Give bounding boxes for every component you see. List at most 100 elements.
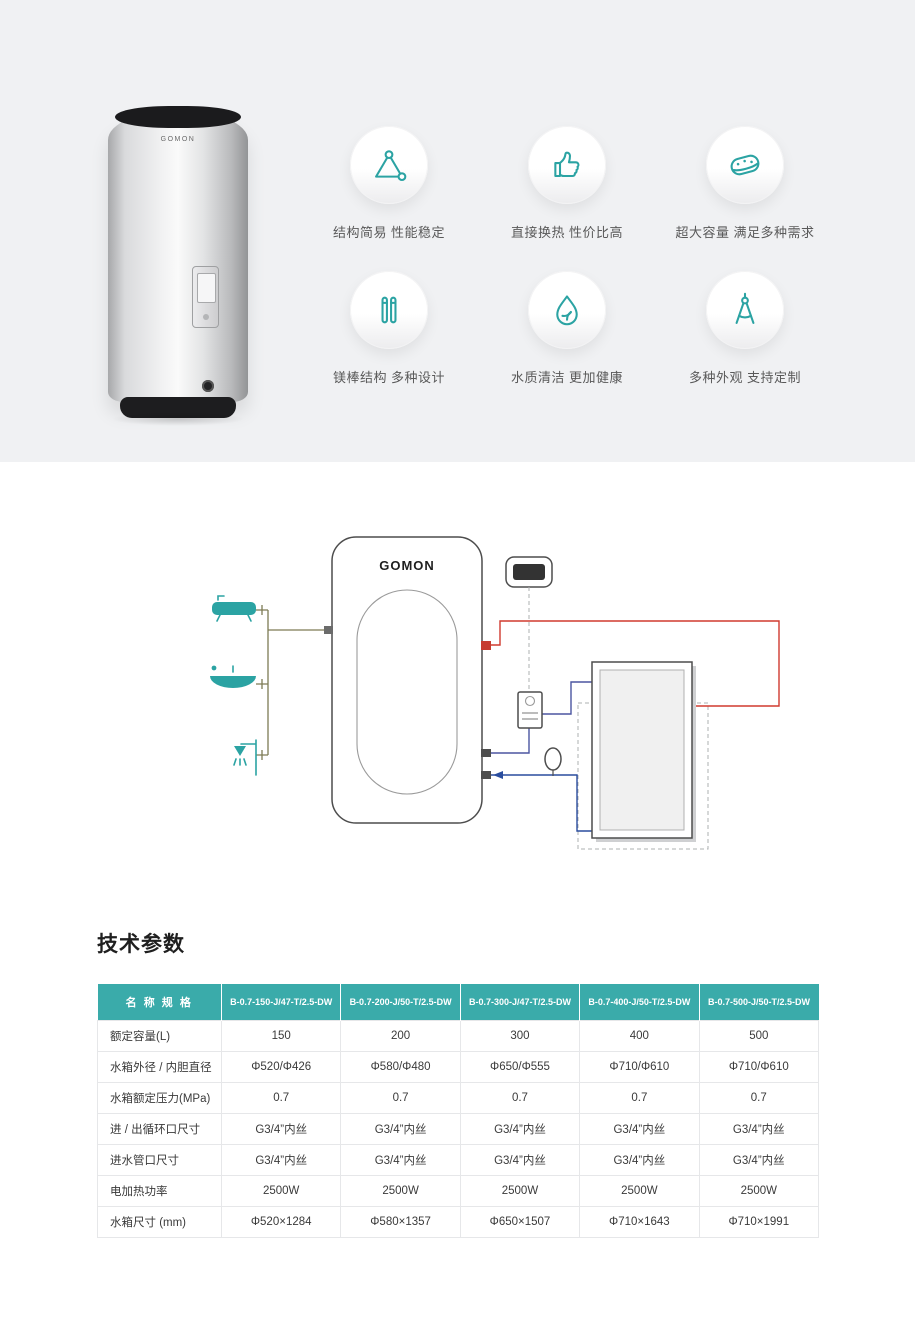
spec-name-cell: 额定容量(L) (97, 1020, 222, 1052)
feature-caption: 结构简易 性能稳定 (332, 225, 446, 240)
water-drop-icon (556, 295, 578, 326)
feature-item: 超大容量 满足多种需求 (656, 126, 834, 241)
feature-item: 结构简易 性能稳定 (300, 126, 478, 241)
spec-name-cell: 进 / 出循环口尺寸 (97, 1113, 222, 1145)
remote-control (505, 556, 553, 588)
system-diagram: GOMON (210, 536, 780, 850)
feature-circle (350, 126, 428, 204)
magnesium-rods-icon (381, 296, 397, 324)
feature-caption: 直接换热 性价比高 (510, 225, 624, 240)
feature-circle (528, 271, 606, 349)
spec-value-cell: 2500W (459, 1175, 581, 1207)
spec-name-header: 名 称 规 格 (97, 984, 222, 1021)
feature-item: 水质清洁 更加健康 (478, 271, 656, 386)
spec-value-cell: Φ520/Φ426 (220, 1051, 342, 1083)
circulation-pipe (491, 728, 530, 754)
tank-base (120, 397, 236, 418)
drain-valve (202, 380, 214, 392)
feature-caption: 水质清洁 更加健康 (510, 370, 624, 385)
spec-value-cell: G3/4”内丝 (220, 1113, 342, 1145)
hot-water-pipe (491, 620, 780, 707)
spec-value-cell: 0.7 (698, 1082, 820, 1114)
collector-feed-pipe (541, 681, 592, 715)
sponge-icon (730, 154, 760, 176)
tank-brand-label: GOMON (160, 136, 196, 143)
spec-value-cell: 500 (698, 1020, 820, 1052)
inner-tank (356, 589, 458, 795)
spec-value-cell: G3/4”内丝 (698, 1144, 820, 1176)
spec-value-cell: G3/4”内丝 (459, 1144, 581, 1176)
spec-name-cell: 电加热功率 (97, 1175, 222, 1207)
model-header: B-0.7-150-J/47-T/2.5-DW (220, 984, 341, 1021)
feature-caption: 超大容量 满足多种需求 (675, 225, 815, 240)
shower-icon (233, 739, 257, 776)
feature-circle (528, 126, 606, 204)
supply-pipes (256, 605, 332, 760)
feature-caption: 镁棒结构 多种设计 (332, 370, 446, 385)
spec-value-cell: Φ580×1357 (340, 1206, 461, 1238)
spec-value-cell: G3/4”内丝 (698, 1113, 820, 1145)
triangle-structure-icon (375, 150, 407, 182)
feature-circle (350, 271, 428, 349)
spec-value-cell: 2500W (340, 1175, 461, 1207)
tank-label: GOMON (379, 558, 435, 573)
spec-value-cell: G3/4”内丝 (459, 1113, 581, 1145)
feature-circle (706, 271, 784, 349)
spec-name-cell: 水箱外径 / 内胆直径 (97, 1051, 222, 1083)
spec-value-cell: Φ710×1991 (698, 1206, 820, 1238)
spec-value-cell: G3/4”内丝 (220, 1144, 342, 1176)
spec-value-cell: 0.7 (340, 1082, 461, 1114)
control-panel (192, 266, 219, 328)
spec-value-cell: 2500W (579, 1175, 700, 1207)
feature-item: 直接换热 性价比高 (478, 126, 656, 241)
spec-value-cell: Φ650×1507 (459, 1206, 581, 1238)
spec-value-cell: Φ580/Φ480 (340, 1051, 461, 1083)
pump-station (517, 691, 543, 729)
spec-value-cell: 200 (340, 1020, 461, 1052)
spec-value-cell: G3/4”内丝 (579, 1113, 700, 1145)
spec-value-cell: 0.7 (579, 1082, 700, 1114)
spec-value-cell: G3/4”内丝 (579, 1144, 700, 1176)
spec-value-cell: 0.7 (220, 1082, 342, 1114)
spec-value-cell: Φ520×1284 (220, 1206, 342, 1238)
feature-circle (706, 126, 784, 204)
spec-value-cell: Φ650/Φ555 (459, 1051, 581, 1083)
spec-name-cell: 水箱尺寸 (mm) (97, 1206, 222, 1238)
model-header: B-0.7-500-J/50-T/2.5-DW (698, 984, 819, 1021)
thumbs-up-icon (554, 151, 580, 178)
spec-value-cell: 0.7 (459, 1082, 581, 1114)
spec-value-cell: 2500W (698, 1175, 820, 1207)
tank-body (108, 110, 248, 402)
solar-collector (591, 661, 696, 842)
spec-value-cell: Φ710/Φ610 (579, 1051, 700, 1083)
return-pipe (491, 774, 598, 832)
spec-value-cell: Φ710/Φ610 (698, 1051, 820, 1083)
feature-item: 镁棒结构 多种设计 (300, 271, 478, 386)
feature-caption: 多种外观 支持定制 (688, 370, 802, 385)
spec-value-cell: 150 (220, 1020, 342, 1052)
spec-value-cell: 300 (459, 1020, 581, 1052)
basin-icon (210, 665, 256, 688)
spec-value-cell: G3/4”内丝 (340, 1144, 461, 1176)
model-header: B-0.7-200-J/50-T/2.5-DW (340, 984, 461, 1021)
tank-top-cap (115, 106, 241, 128)
feature-grid: 结构简易 性能稳定 直接换热 性价比高 (300, 126, 834, 386)
compass-icon (735, 292, 755, 324)
flow-arrow (493, 771, 503, 779)
model-header: B-0.7-400-J/50-T/2.5-DW (579, 984, 700, 1021)
model-header: B-0.7-300-J/47-T/2.5-DW (459, 984, 580, 1021)
spec-name-cell: 水箱额定压力(MPa) (97, 1082, 222, 1114)
specs-title: 技术参数 (97, 933, 185, 956)
spec-name-cell: 进水管口尺寸 (97, 1144, 222, 1176)
bathtub-icon (212, 595, 256, 622)
